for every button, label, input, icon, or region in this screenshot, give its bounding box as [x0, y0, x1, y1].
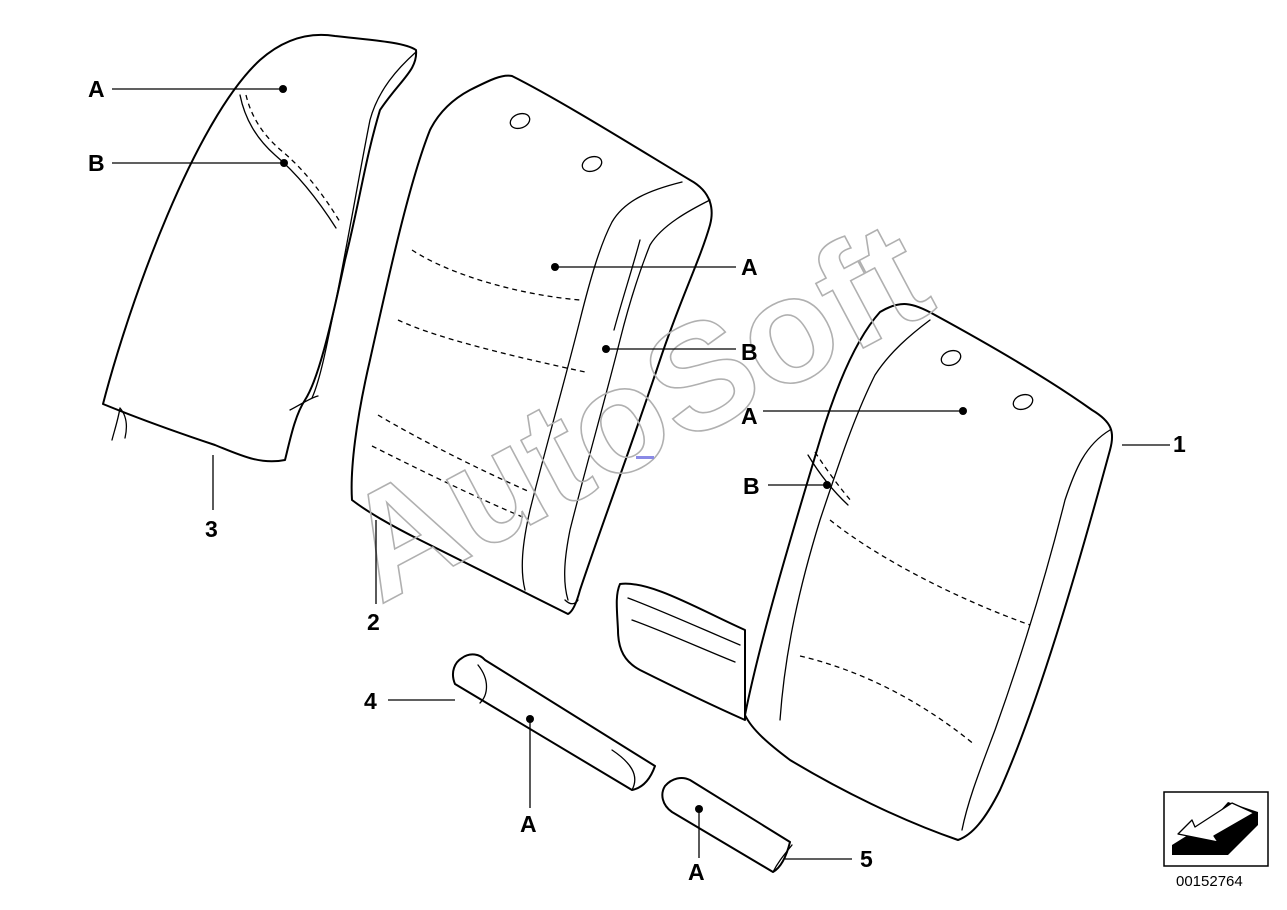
- callout-part-3: 3: [205, 516, 218, 542]
- leader-lines: [112, 85, 1170, 860]
- callout-part-3-a: A: [88, 76, 105, 102]
- callout-part-2-a: A: [741, 254, 758, 280]
- callout-part-1-a: A: [741, 403, 758, 429]
- orientation-arrow-icon: [1163, 791, 1269, 867]
- blue-mark: [636, 456, 654, 459]
- part-5-trim: [661, 777, 793, 873]
- part-3-side-bolster: [102, 33, 418, 463]
- callout-part-1: 1: [1173, 431, 1186, 457]
- callout-part-2-b: B: [741, 339, 758, 365]
- callout-part-5-a: A: [688, 859, 705, 885]
- callout-part-4-a: A: [520, 811, 537, 837]
- part-2-center-backrest: [350, 74, 713, 615]
- callout-part-4: 4: [364, 688, 377, 714]
- callout-labels: A B 3 A B 2 A B 1 4 A A 5: [88, 76, 1186, 885]
- callout-part-2: 2: [367, 609, 380, 635]
- callout-part-5: 5: [860, 846, 873, 872]
- callout-part-3-b: B: [88, 150, 105, 176]
- drawing-number: 00152764: [1176, 873, 1243, 890]
- part-1-right-backrest: [615, 303, 1114, 841]
- callout-part-1-b: B: [743, 473, 760, 499]
- part-4-trim: [452, 653, 656, 791]
